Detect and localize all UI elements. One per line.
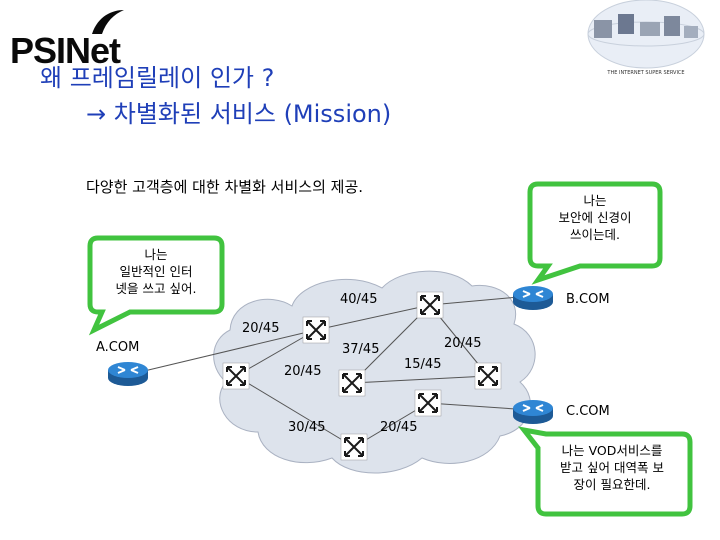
speech-bubble-left bbox=[87, 235, 225, 336]
link-label: 20/45 bbox=[380, 420, 418, 435]
bubble-bottom-right-text: 나는 VOD서비스를 받고 싶어 대역폭 보 장이 필요한데. bbox=[560, 443, 664, 492]
bubble-left-text: 나는 일반적인 인터 넷을 쓰고 싶어. bbox=[115, 247, 197, 296]
router-icon bbox=[512, 285, 554, 311]
switch-icon bbox=[338, 369, 366, 397]
link-label: 30/45 bbox=[288, 420, 326, 435]
switch-icon bbox=[222, 362, 250, 390]
router-icon bbox=[107, 361, 149, 387]
psinet-logo: PSINet bbox=[10, 8, 150, 71]
switch-icon bbox=[340, 433, 368, 461]
link-label: 37/45 bbox=[342, 342, 380, 357]
switch-icon bbox=[302, 316, 330, 344]
switch-icon bbox=[416, 291, 444, 319]
switch-icon bbox=[474, 362, 502, 390]
site-label-b: B.COM bbox=[566, 292, 610, 307]
page-subtitle-line: → 차별화된 서비스 (Mission) bbox=[86, 94, 391, 129]
speech-bubble-bottom-right bbox=[518, 426, 693, 517]
bubble-top-right-text: 나는 보안에 신경이 쓰이는데. bbox=[558, 193, 632, 242]
banner-tagline: THE INTERNET SUPER SERVICE bbox=[606, 70, 684, 76]
logo-text: PSINet bbox=[10, 30, 121, 71]
description-text: 다양한 고객층에 대한 차별화 서비스의 제공. bbox=[86, 178, 364, 196]
link-label: 20/45 bbox=[284, 364, 322, 379]
logo-swoosh-icon bbox=[92, 10, 124, 34]
link-label: 20/45 bbox=[444, 336, 482, 351]
subtitle-text: 차별화된 서비스 (Mission) bbox=[113, 100, 392, 128]
page-title: 왜 프레임릴레이 인가 ? bbox=[40, 64, 275, 92]
speech-bubble-top-right bbox=[527, 181, 663, 285]
link-label: 40/45 bbox=[340, 292, 378, 307]
arrow-icon: → bbox=[86, 100, 107, 128]
link-label: 15/45 bbox=[404, 357, 442, 372]
router-icon bbox=[512, 399, 554, 425]
site-label-c: C.COM bbox=[566, 404, 610, 419]
link-label: 20/45 bbox=[242, 321, 280, 336]
switch-icon bbox=[414, 389, 442, 417]
site-label-a: A.COM bbox=[96, 340, 140, 355]
globe-banner: THE INTERNET SUPER SERVICE bbox=[560, 0, 720, 80]
